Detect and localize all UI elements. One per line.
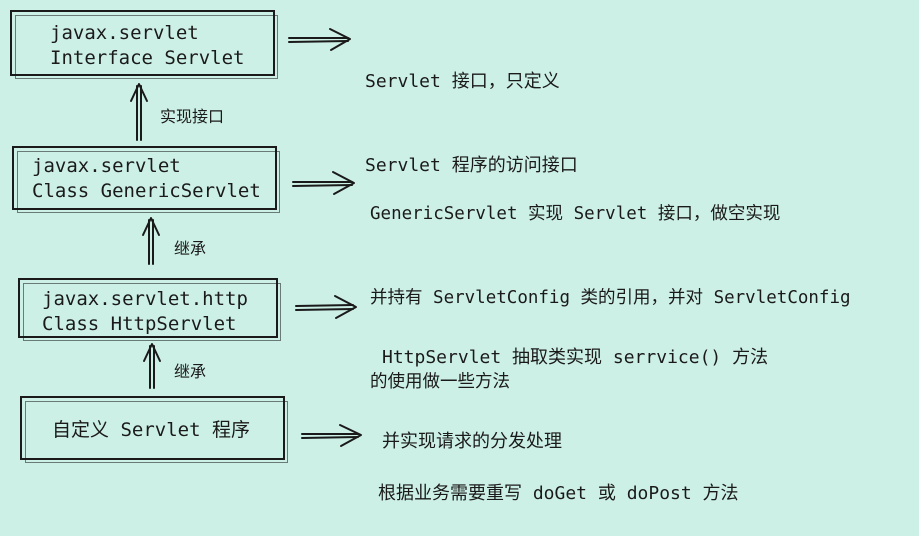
arrow-servlet-note: [288, 28, 351, 51]
note-line: 根据业务需要重写 doGet 或 doPost 方法: [378, 483, 739, 504]
arrow-custom-note: [301, 424, 362, 447]
implements-label: 实现接口: [160, 107, 225, 126]
box-line: Class HttpServlet: [42, 313, 237, 335]
generic-servlet-note: GenericServlet 实现 Servlet 接口，做空实现 并持有 Se…: [370, 144, 851, 424]
arrow-custom-to-http: [143, 343, 161, 389]
note-line: Servlet 程序的访问接口: [365, 155, 578, 176]
box-line: javax.servlet.http: [42, 288, 248, 310]
note-line: 并持有 ServletConfig 类的引用，并对 ServletConfig: [370, 288, 851, 308]
box-line: javax.servlet: [50, 22, 199, 44]
note-line: Servlet 接口，只定义: [365, 71, 560, 92]
arrow-genericservlet-note: [292, 171, 355, 195]
note-line: GenericServlet 实现 Servlet 接口，做空实现: [370, 204, 781, 224]
generic-servlet-box: javax.servlet Class GenericServlet: [12, 146, 280, 213]
note-line: 的使用做一些方法: [370, 372, 510, 392]
arrow-http-to-generic: [142, 217, 160, 265]
box-line: Interface Servlet: [50, 47, 245, 69]
arrows-layer: [130, 28, 362, 447]
custom-servlet-box: 自定义 Servlet 程序: [20, 396, 288, 463]
extends-label: 继承: [174, 362, 207, 381]
servlet-interface-box: javax.servlet Interface Servlet: [10, 10, 278, 79]
arrow-httpservlet-note: [295, 295, 357, 319]
servlet-note: Servlet 接口，只定义 Servlet 程序的访问接口: [365, 12, 578, 208]
custom-servlet-note: 根据业务需要重写 doGet 或 doPost 方法: [378, 424, 739, 536]
extends-label: 继承: [174, 239, 207, 258]
http-servlet-note: HttpServlet 抽取类实现 serrvice() 方法 并实现请求的分发…: [382, 288, 768, 484]
http-servlet-box: javax.servlet.http Class HttpServlet: [18, 278, 281, 341]
box-line: 自定义 Servlet 程序: [52, 419, 250, 441]
box-line: javax.servlet: [32, 155, 181, 177]
arrow-generic-to-servlet: [130, 83, 148, 141]
note-line: HttpServlet 抽取类实现 serrvice() 方法: [382, 347, 769, 368]
note-line: 并实现请求的分发处理: [382, 431, 562, 452]
box-line: Class GenericServlet: [32, 180, 261, 202]
